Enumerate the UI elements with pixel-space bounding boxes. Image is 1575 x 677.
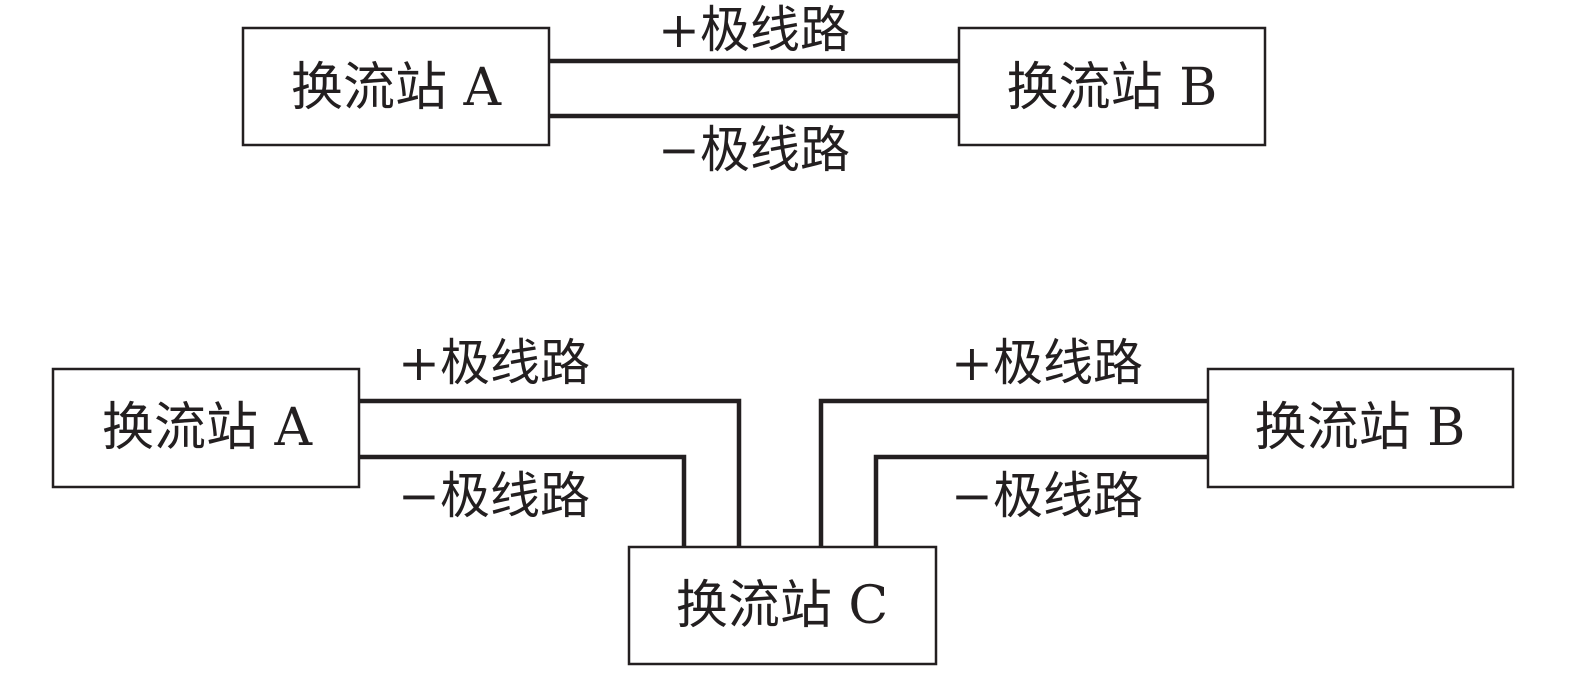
top-station-a-label: 换流站 A xyxy=(291,58,503,118)
bottom-right-negative-line xyxy=(873,454,1208,547)
bottom-left-negative-line-label: −极线路 xyxy=(398,467,590,525)
bottom-right-positive-line xyxy=(818,398,1208,547)
three-terminal-diagram: 换流站 A 换流站 B 换流站 C +极线路 −极线路 +极线路 −极线路 xyxy=(51,334,1515,666)
bottom-station-c-label: 换流站 C xyxy=(676,576,888,636)
two-terminal-diagram: 换流站 A 换流站 B +极线路 −极线路 xyxy=(241,1,1267,179)
bottom-station-a-label: 换流站 A xyxy=(102,398,314,458)
bottom-station-c-box xyxy=(627,545,938,666)
top-station-b-box xyxy=(957,26,1267,147)
bottom-station-b-label: 换流站 B xyxy=(1255,398,1466,458)
bottom-station-a-box xyxy=(51,367,361,489)
top-positive-line-label: +极线路 xyxy=(658,1,850,59)
bottom-left-positive-line-label: +极线路 xyxy=(398,334,590,392)
bottom-right-positive-line-label: +极线路 xyxy=(951,334,1143,392)
top-station-a-box xyxy=(241,26,551,147)
top-negative-line-label: −极线路 xyxy=(658,121,850,179)
bottom-left-positive-line xyxy=(359,398,742,547)
bottom-left-negative-line xyxy=(359,454,687,547)
top-station-b-label: 换流站 B xyxy=(1007,58,1218,118)
bottom-station-b-box xyxy=(1206,367,1515,489)
bottom-right-negative-line-label: −极线路 xyxy=(951,467,1143,525)
